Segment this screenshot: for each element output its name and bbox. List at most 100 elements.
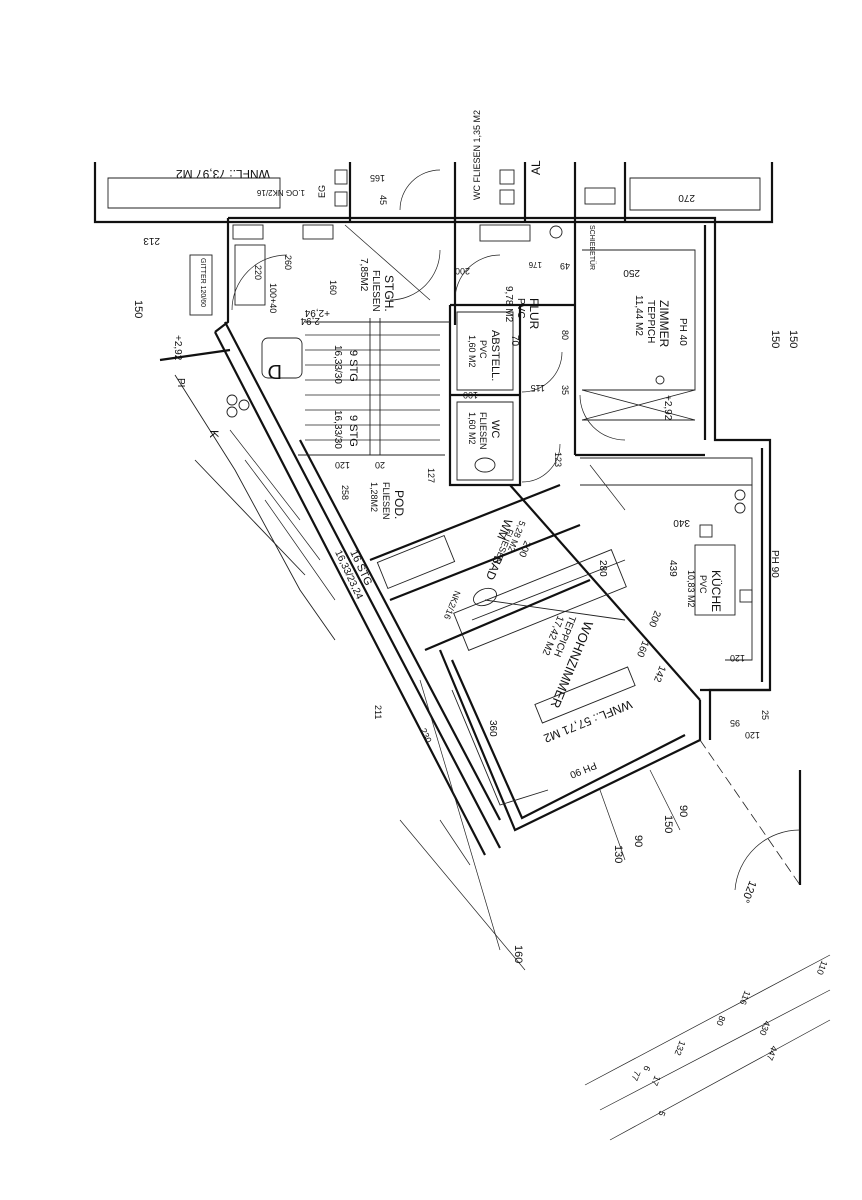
dim-label: 115 [531, 383, 545, 393]
flur-finish: PVC [515, 298, 526, 319]
dim-label: 211 [373, 705, 383, 719]
dim-label: 200 [646, 609, 663, 629]
zimmer-area: 11,44 M2 [633, 295, 644, 336]
sliding-door-note: SCHIEBETÜR [588, 225, 596, 270]
dim-label: 17 [649, 1074, 662, 1087]
dim-label: 430 [758, 1019, 773, 1037]
dim-label: 120 [335, 460, 350, 470]
kueche-name: KÜCHE [709, 570, 723, 612]
angle-label: 120° [739, 879, 759, 905]
stair-hall: D 9 STG 16,33/30 9 STG 16,33/30 STGH. FL… [189, 224, 450, 456]
wc-name: WC [489, 420, 501, 438]
dim-label: 213 [143, 235, 160, 246]
dim-label: 165 [370, 173, 385, 183]
dim-label: 447 [765, 1044, 780, 1062]
upper-area-label: WNFL.: 73,97 M2 [176, 167, 270, 181]
podest-name: POD. [392, 490, 406, 519]
upper-unit: WNFL.: 73,97 M2 EG 1.OG NK2/16 WC FLIESE… [93, 110, 774, 224]
dimension-labels: 150 150 150 213 250 270 340 439 280 160 … [132, 173, 829, 1118]
dim-label: 258 [340, 485, 350, 500]
al-label: AL [529, 160, 543, 175]
podest-area: 1,28M2 [369, 482, 379, 512]
stair-hall-name: STGH. [382, 275, 396, 312]
dim-label: 110 [815, 959, 830, 976]
dim-label: 160 [512, 945, 524, 963]
upper-floor-note: EG [317, 185, 327, 198]
dim-label: 90 [632, 835, 644, 847]
zimmer-heater: PH 40 [677, 318, 688, 346]
dim-label: 95 [730, 718, 740, 728]
dim-label: 127 [426, 468, 436, 483]
zimmer-name: ZIMMER [657, 300, 671, 348]
dim-label: 176 [528, 260, 542, 269]
pi-label: PI [175, 378, 186, 387]
flur-area: 9,78 M2 [503, 286, 514, 323]
hallway: FLUR PVC 9,78 M2 [454, 224, 563, 483]
stair-spec-1: 16,33/30 [332, 345, 343, 384]
wc-finish: FLIESEN [478, 412, 488, 450]
dim-label: 200 [455, 266, 470, 276]
dim-label: 220 [253, 265, 263, 280]
podest-finish: FLIESEN [381, 482, 391, 520]
dim-label: 100+40 [268, 283, 278, 313]
site-lines: 120° [399, 679, 831, 1141]
dim-label: 130 [612, 845, 624, 863]
dim-label: 100 [463, 390, 478, 400]
dim-label: 5 [656, 1109, 667, 1117]
kueche-finish: PVC [698, 575, 708, 594]
upper-wc-label: WC FLIESEN 1,35 M2 [472, 110, 482, 200]
dim-label: 160 [634, 639, 651, 659]
dim-label: 150 [769, 330, 781, 348]
outer-walls [214, 216, 772, 856]
dim-label: 120 [730, 653, 745, 663]
dim-label: 340 [673, 517, 690, 528]
dim-label: 230 [418, 727, 433, 745]
room-bad: BAD FLIESEN 5,28 M2 WM NK2/16 [376, 517, 527, 621]
elev-2: +2,94 [304, 307, 330, 318]
dim-label: 77 [629, 1069, 642, 1082]
wohnzimmer-heater: PH 90 [568, 759, 598, 780]
stair-spec-2: 16,33/30 [332, 410, 343, 449]
storage-and-wc: ABSTELL. PVC 1,60 M2 WC FLIESEN 1,60 M2 [467, 330, 501, 473]
dim-label: 250 [623, 267, 640, 278]
upper-door-ref: 1.OG NK2/16 [256, 188, 305, 197]
dim-label: 45 [378, 195, 388, 205]
elev-3: +2,92 [662, 395, 673, 421]
dim-label: 35 [560, 385, 570, 395]
stair-treads [305, 334, 440, 456]
dim-label: 160 [328, 280, 338, 295]
elev-1: +2,92 [172, 335, 183, 361]
grille-note: GITTER 120/60 [199, 258, 206, 307]
dim-label: 280 [597, 560, 608, 577]
abstell-name: ABSTELL. [489, 330, 501, 381]
dim-label: 6 [641, 1064, 652, 1072]
wc-area: 1,60 M2 [467, 412, 477, 445]
stair-hall-area: 7,85M2 [358, 258, 369, 292]
zimmer-finish: TEPPICH [645, 300, 656, 343]
dim-label: 116 [738, 989, 753, 1006]
dim-label: 25 [760, 710, 770, 720]
elevation-marks: +2,92 +2,94 +2,92 [172, 307, 673, 421]
dim-label: 80 [560, 330, 570, 340]
abstell-finish: PVC [478, 340, 488, 359]
dim-label: 20 [375, 460, 385, 470]
dim-label: 150 [787, 330, 799, 348]
dim-label: 80 [714, 1014, 727, 1027]
dim-label: 270 [678, 192, 695, 203]
dim-label: 90 [677, 805, 689, 817]
room-kueche: KÜCHE PVC 10,83 M2 PH 90 [580, 457, 780, 661]
dim-label: 132 [673, 1039, 688, 1057]
dim-label: 49 [560, 261, 570, 271]
k-label: K [207, 430, 221, 438]
dim-label: 70 [509, 335, 520, 347]
kueche-area: 10,83 M2 [686, 570, 696, 608]
stair-hall-finish: FLIESEN [370, 270, 381, 312]
bad-door-ref: NK2/16 [442, 589, 463, 621]
kueche-heater: PH 90 [769, 550, 780, 578]
dim-label: 150 [662, 815, 674, 833]
stair-label-2: 9 STG [347, 415, 359, 447]
abstell-area: 1,60 M2 [467, 335, 477, 368]
stair-label-1: 9 STG [347, 350, 359, 382]
dim-label: 260 [283, 255, 293, 270]
